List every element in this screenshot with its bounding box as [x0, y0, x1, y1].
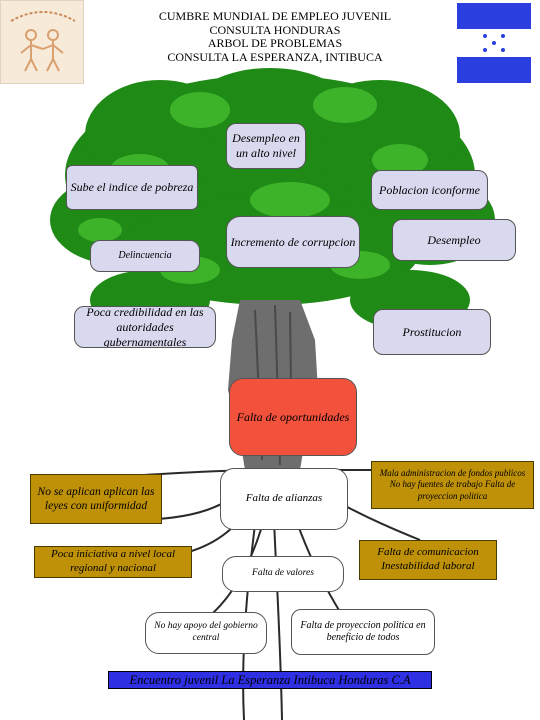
- flag-icon: [457, 3, 531, 83]
- effect-delincuencia: Delincuencia: [90, 240, 200, 272]
- effect-indice-pobreza: Sube el indice de pobreza: [66, 165, 198, 210]
- effect-incremento-corrupcion: Incremento de corrupcion: [226, 216, 360, 268]
- cause-leyes: No se aplican aplican las leyes con unif…: [30, 474, 162, 524]
- effect-poblacion-inconforme: Poblacion iconforme: [371, 170, 488, 210]
- effect-poca-credibilidad: Poca credibilidad en las autoridades gub…: [74, 306, 216, 348]
- cause-valores: Falta de valores: [222, 556, 344, 592]
- footer-banner: Encuentro juvenil La Esperanza Intibuca …: [108, 671, 432, 689]
- page-title: CUMBRE MUNDIAL DE EMPLEO JUVENIL CONSULT…: [120, 9, 430, 64]
- event-logo: [0, 0, 84, 84]
- effect-desempleo: Desempleo: [392, 219, 516, 261]
- title-line: CONSULTA LA ESPERANZA, INTIBUCA: [167, 49, 383, 64]
- cause-alianzas: Falta de alianzas: [220, 468, 348, 530]
- title-line: ARBOL DE PROBLEMAS: [207, 36, 343, 50]
- cause-proyeccion-politica: Falta de proyeccion politica en benefici…: [291, 609, 435, 655]
- cause-apoyo-gobierno: No hay apoyo del gobierno central: [145, 612, 267, 654]
- effect-desempleo-alto: Desempleo en un alto nivel: [226, 123, 306, 169]
- title-line: CUMBRE MUNDIAL DE EMPLEO JUVENIL: [158, 9, 392, 23]
- effect-prostitucion: Prostitucion: [373, 309, 491, 355]
- honduras-flag: [457, 3, 531, 83]
- core-problem: Falta de oportunidades: [229, 378, 357, 456]
- cause-comunicacion: Falta de comunicacion Inestabilidad labo…: [359, 540, 497, 580]
- cause-iniciativa: Poca iniciativa a nivel local regional y…: [34, 546, 192, 578]
- title-line: CONSULTA HONDURAS: [209, 22, 341, 37]
- youth-figures-icon: [10, 11, 76, 72]
- cause-mala-administracion: Mala administracion de fondos publicos N…: [371, 461, 534, 509]
